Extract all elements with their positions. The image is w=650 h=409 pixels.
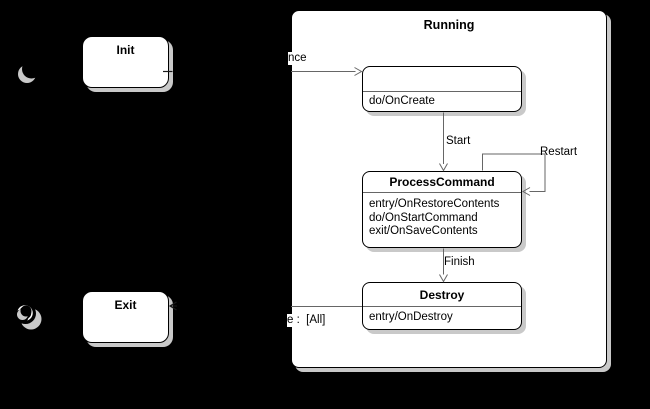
final-marker-inner-shadow	[17, 309, 28, 320]
state-process-command-action-do: do/OnStartCommand	[369, 211, 478, 224]
state-create-action: do/OnCreate	[369, 95, 435, 107]
state-create-body: do/OnCreate	[363, 91, 521, 111]
state-destroy-title: Destroy	[419, 287, 465, 302]
state-exit[interactable]: Exit	[82, 291, 169, 343]
initial-state-marker-icon[interactable]	[18, 59, 41, 84]
state-init-title: Init	[116, 43, 135, 57]
label-fragment-e-all: e : [All]	[287, 314, 326, 327]
state-process-command-title: ProcessCommand	[389, 175, 495, 189]
final-marker-outer-body	[15, 303, 36, 324]
state-create[interactable]: do/OnCreate	[362, 66, 522, 112]
label-finish: Finish	[444, 256, 475, 268]
final-marker-ring-cover	[14, 309, 29, 324]
state-process-command-action-entry: entry/OnRestoreContents	[369, 198, 500, 210]
label-restart: Restart	[540, 146, 578, 158]
final-marker-outer-shadow	[20, 308, 42, 330]
label-fragment-nce: nce	[288, 52, 307, 65]
state-destroy-body: entry/OnDestroy	[363, 306, 521, 329]
final-state-marker-icon[interactable]	[14, 303, 42, 330]
state-running-title: Running	[423, 18, 475, 32]
state-exit-title: Exit	[114, 298, 137, 312]
state-process-command[interactable]: ProcessCommand entry/OnRestoreContents d…	[362, 171, 522, 248]
state-init[interactable]: Init	[82, 36, 169, 88]
initial-marker-shadow	[18, 65, 36, 83]
state-process-command-body: entry/OnRestoreContents do/OnStartComman…	[363, 192, 521, 247]
state-create-title	[363, 67, 521, 91]
state-process-command-action-exit: exit/OnSaveContents	[369, 225, 478, 237]
state-destroy[interactable]: Destroy entry/OnDestroy	[362, 282, 522, 330]
final-marker-ring	[17, 305, 33, 321]
final-marker-inner-body	[20, 305, 32, 317]
state-destroy-action: entry/OnDestroy	[369, 311, 453, 323]
label-start: Start	[446, 135, 471, 147]
initial-marker-body	[22, 59, 41, 79]
arrowhead-into-exit	[168, 301, 177, 311]
